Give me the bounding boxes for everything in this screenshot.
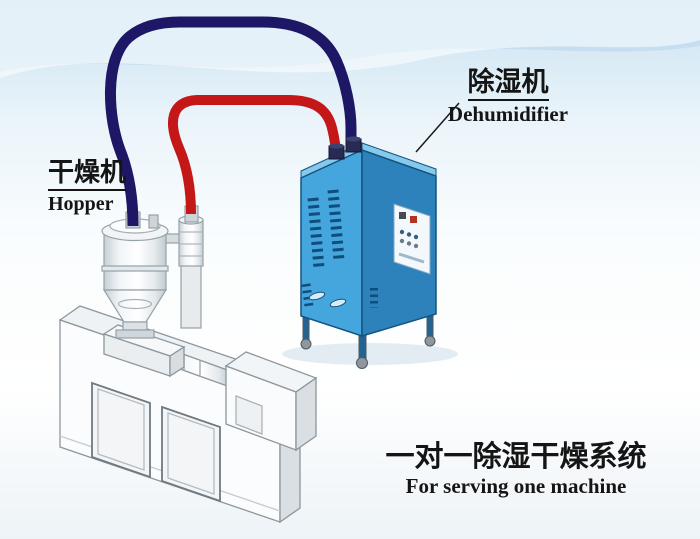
dehumidifier-shadow (282, 343, 458, 365)
panel-button (399, 238, 405, 244)
dehumidifier-leader-line (415, 102, 460, 153)
hose-collar-top (329, 143, 344, 149)
hopper-label: 干燥机 Hopper (48, 158, 168, 217)
indicator-lamp (410, 216, 417, 223)
vent-column (307, 197, 325, 269)
dehumidifier-label-zh: 除湿机 (467, 68, 549, 101)
cabinet-door-left (91, 381, 151, 479)
dry-air-hose-blue (105, 16, 357, 227)
hopper-label-zh: 干燥机 (48, 158, 127, 191)
hopper-outlet (122, 321, 148, 331)
vent-column (327, 189, 345, 261)
panel-button (413, 243, 419, 249)
cabinet-door-right (161, 405, 221, 503)
system-caption-zh: 一对一除湿干燥系统 (385, 439, 647, 473)
system-caption: 一对一除湿干燥系统 For serving one machine (382, 438, 650, 499)
vent-oval (308, 291, 326, 301)
panel-button (413, 234, 419, 240)
hopper-label-en: Hopper (48, 193, 114, 215)
caster-wheel (300, 338, 312, 350)
hopper-clamp-ring (101, 265, 169, 272)
vent-slits (301, 189, 378, 308)
hopper-base (115, 329, 155, 339)
hoses (105, 16, 362, 227)
control-panel (393, 203, 431, 275)
dehumidifier-label: 除湿机 Dehumidifier (440, 68, 576, 127)
vent-oval (329, 298, 347, 308)
cone-ring (117, 298, 153, 310)
system-caption-en: For serving one machine (405, 474, 627, 498)
cabinet-door-left-inset (97, 388, 145, 471)
display-window (399, 212, 406, 219)
hose-collar-top (346, 136, 361, 142)
return-air-hose-red (168, 95, 341, 215)
extruder-machine (58, 305, 318, 524)
panel-slot (398, 252, 425, 264)
panel-button (406, 232, 412, 237)
caster-wheel (356, 357, 368, 369)
dehumidifier-front-face (300, 148, 363, 338)
panel-button (399, 229, 405, 235)
dehumidifier-label-en: Dehumidifier (447, 102, 569, 126)
caster-wheel (424, 335, 436, 347)
cabinet-door-right-inset (167, 412, 215, 495)
hopper-fitting (148, 214, 159, 229)
panel-button (406, 241, 412, 246)
hopper-platform-side (169, 345, 185, 378)
gearhead-side (295, 376, 317, 452)
blower-body (178, 219, 204, 267)
dehumidifier-unit (282, 142, 458, 369)
blower-support-plate (180, 263, 202, 329)
gearhead-panel (235, 395, 263, 435)
